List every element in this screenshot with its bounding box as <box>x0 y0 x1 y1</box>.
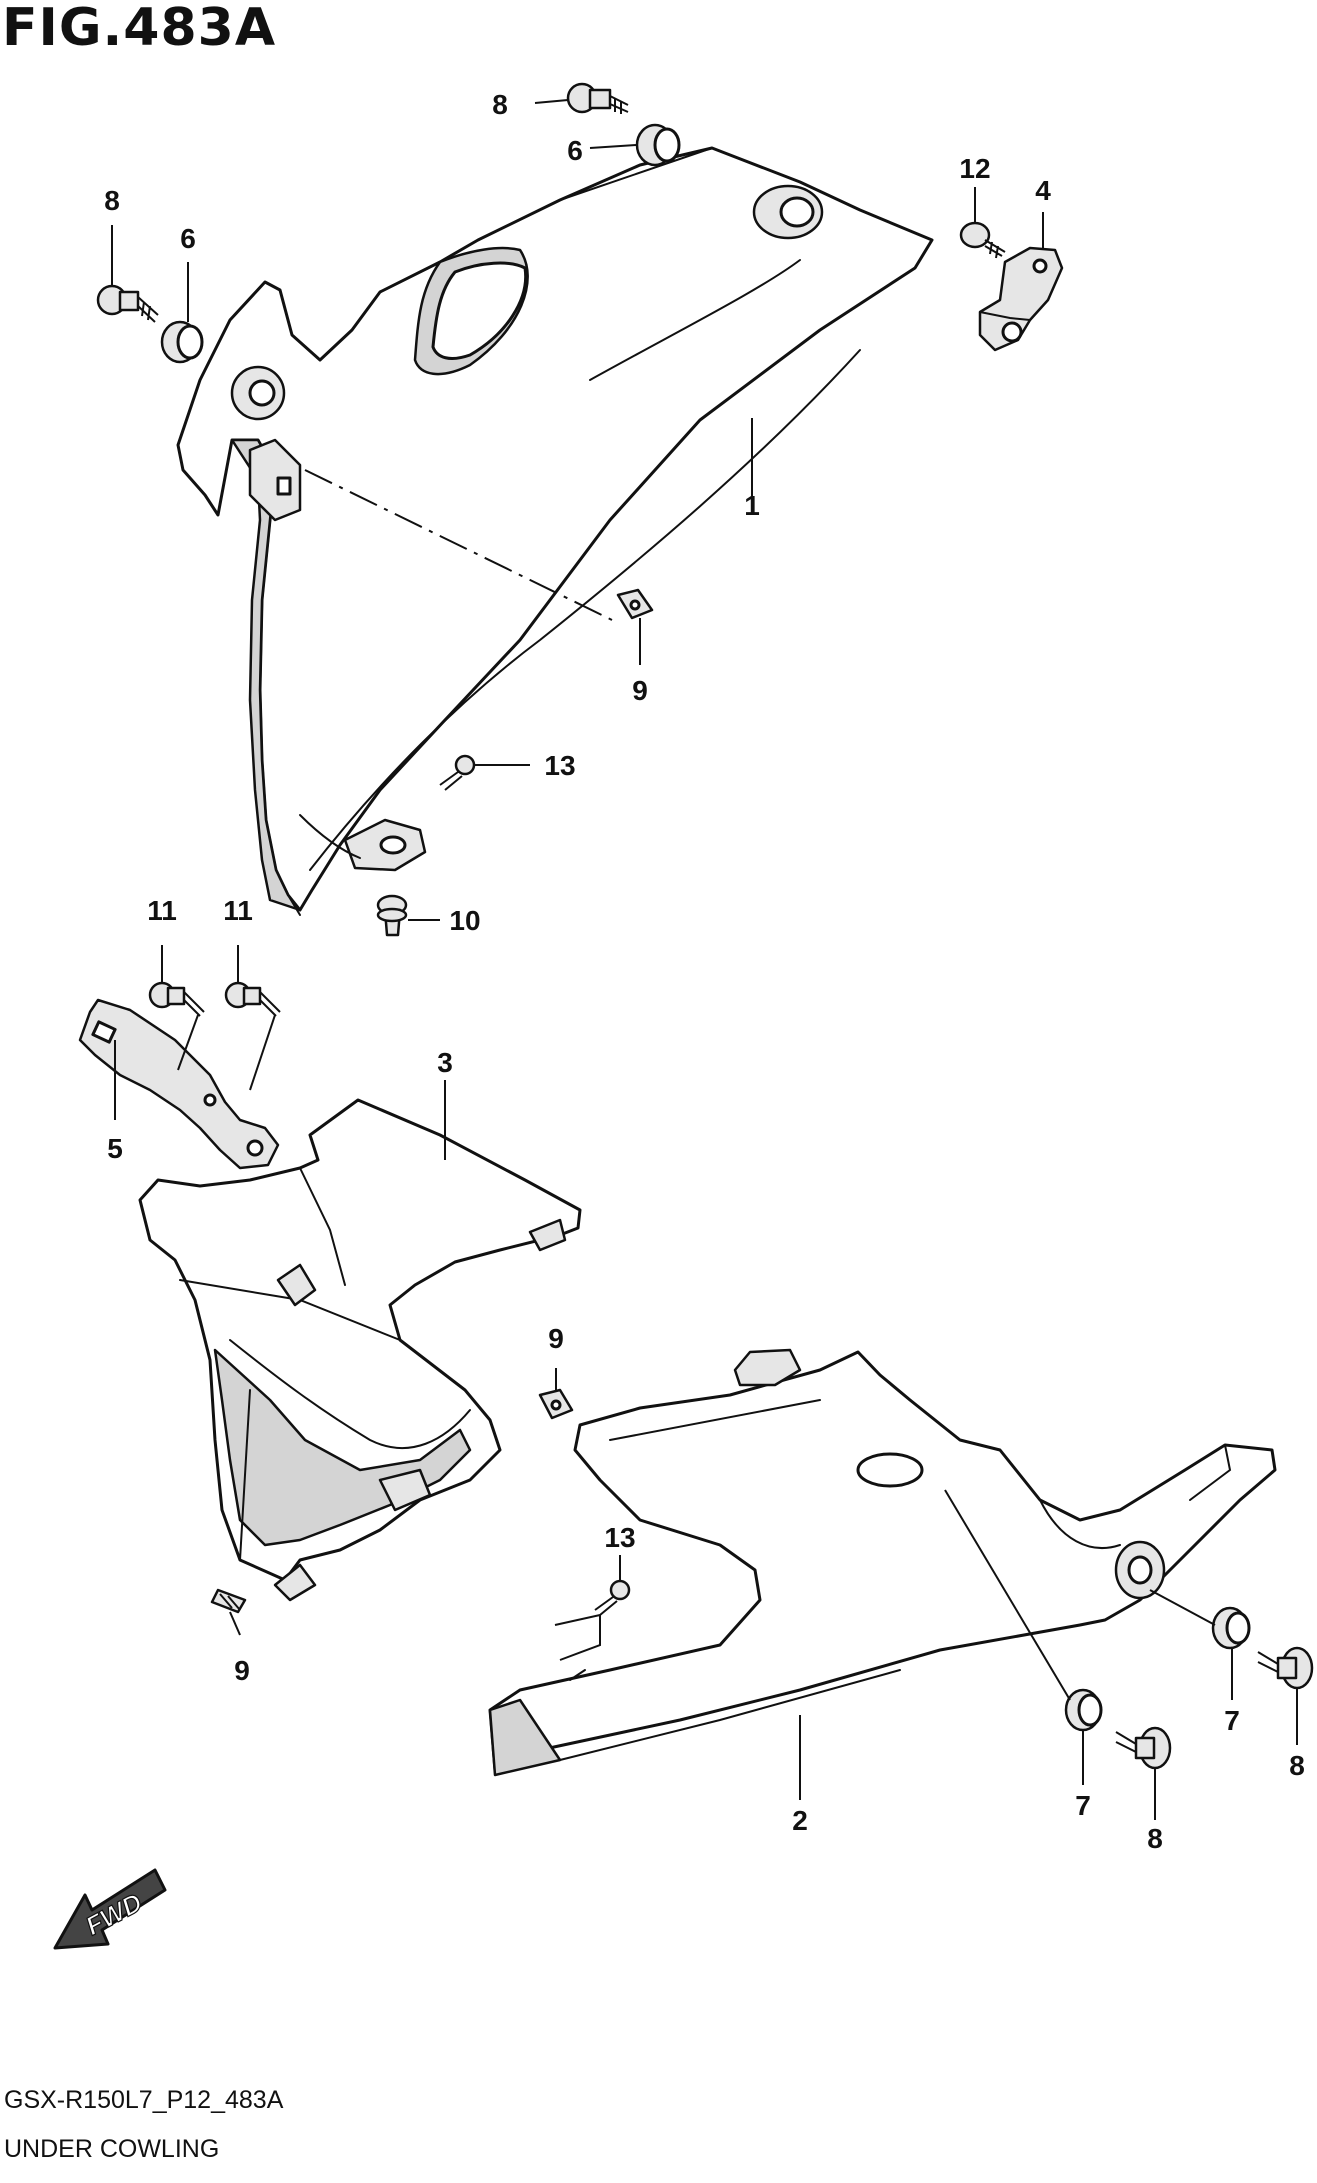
callout-11-right: 11 <box>223 895 253 926</box>
callout-12: 12 <box>959 153 990 184</box>
bolt-8-right <box>1257 1646 1314 1690</box>
nut-9-middle <box>538 1388 574 1420</box>
callout-7-right: 7 <box>1224 1705 1240 1736</box>
screw-13-upper <box>439 754 476 791</box>
callout-5: 5 <box>107 1133 123 1164</box>
bolt-8-top <box>566 82 629 114</box>
callout-8-right: 8 <box>1289 1750 1305 1781</box>
callout-6-top: 6 <box>567 135 583 166</box>
part-4-bracket <box>978 246 1064 352</box>
callout-13-lower: 13 <box>604 1522 635 1553</box>
collar-6-left <box>160 320 204 364</box>
clip-9-lower <box>210 1588 247 1614</box>
callout-8-top: 8 <box>492 89 508 120</box>
bolt-11-left <box>148 981 205 1017</box>
callout-3: 3 <box>437 1047 453 1078</box>
part-5-bracket <box>78 998 280 1170</box>
callout-2: 2 <box>792 1805 808 1836</box>
callout-11-left: 11 <box>147 895 177 926</box>
screw-10 <box>376 894 408 937</box>
callout-1: 1 <box>744 490 760 521</box>
callout-9-middle: 9 <box>548 1323 564 1354</box>
nut-9-upper <box>616 588 654 620</box>
callout-9-upper: 9 <box>632 675 648 706</box>
collar-6-top <box>635 123 681 167</box>
callout-8-left: 8 <box>104 185 120 216</box>
callout-6-left: 6 <box>180 223 196 254</box>
callout-4: 4 <box>1035 175 1051 206</box>
callout-13-upper: 13 <box>544 750 575 781</box>
fwd-arrow-icon: FWD <box>53 1868 167 1950</box>
callout-7-middle: 7 <box>1075 1790 1091 1821</box>
figure-title: FIG.483A <box>2 0 277 58</box>
collar-7-middle <box>1064 1688 1103 1732</box>
screw-13-lower <box>594 1579 631 1616</box>
bolt-11-right <box>224 981 281 1017</box>
screw-12 <box>959 221 1006 259</box>
callout-10: 10 <box>449 905 480 936</box>
callout-9-lower: 9 <box>234 1655 250 1686</box>
bolt-8-left <box>96 284 159 323</box>
figure-code: GSX-R150L7_P12_483A <box>4 2086 284 2114</box>
callout-8-middle: 8 <box>1147 1823 1163 1854</box>
collar-7-right <box>1211 1606 1251 1650</box>
leader-lines <box>111 99 1298 1820</box>
figure-name: UNDER COWLING <box>4 2135 220 2163</box>
part-1-cowling <box>176 146 934 916</box>
bolt-8-middle <box>1115 1726 1172 1770</box>
part-3-duct <box>138 1098 582 1602</box>
part-2-cowling <box>488 1348 1277 1777</box>
callout-labels: 8 6 8 6 12 4 1 9 13 10 11 11 3 5 9 13 9 … <box>104 89 1305 1854</box>
